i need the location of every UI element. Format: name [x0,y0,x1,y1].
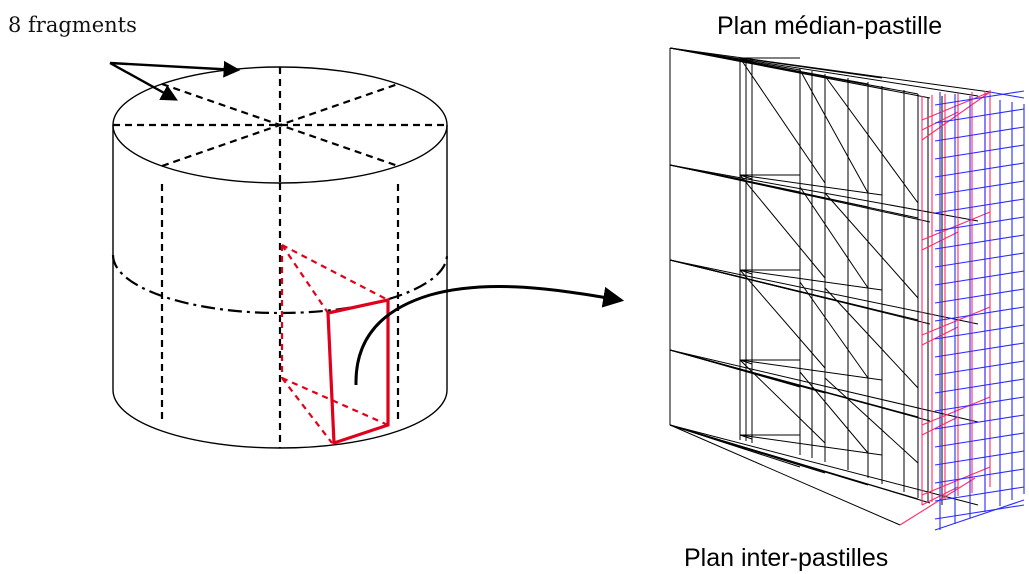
mid-plane-line [111,254,449,315]
fragments-label: 8 fragments [8,13,137,37]
plane-top-label: Plan médian-pastille [717,12,942,40]
fragment-lines [113,67,447,448]
mesh-fragment [669,47,1025,531]
plane-bottom-label: Plan inter-pastilles [684,544,888,572]
mesh-blue-lines [934,90,1025,531]
mesh-red-lines [899,90,991,526]
zoom-arrow [354,284,625,386]
mesh-black-lines [669,47,991,526]
highlighted-fragment [280,244,390,446]
fragments-pointer [109,60,241,101]
